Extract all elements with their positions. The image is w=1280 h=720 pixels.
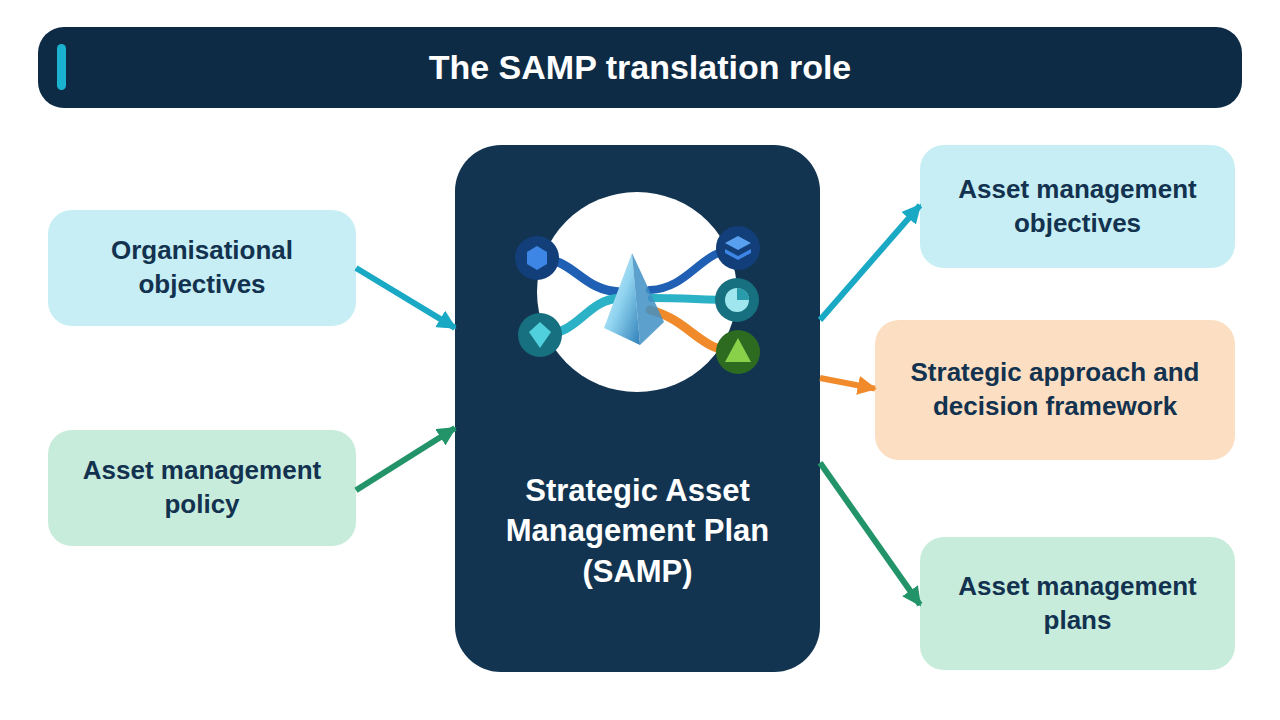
layers-icon (725, 236, 751, 250)
title-accent (57, 44, 66, 90)
flow-arrow (820, 463, 920, 605)
flow-arrow (820, 205, 920, 320)
hexagon-icon (515, 236, 559, 280)
flow-arrow (356, 268, 455, 328)
flow-arrow (356, 428, 455, 490)
layers-icon (716, 226, 760, 270)
gem-icon (529, 322, 551, 348)
box-label: Strategic approach and decision framewor… (903, 356, 1207, 424)
output-box: Strategic approach and decision framewor… (875, 320, 1235, 460)
illustration-circle (537, 192, 737, 392)
box-label: Organisational objectives (74, 234, 330, 302)
pyramid-icon (725, 338, 751, 362)
pie-icon (715, 278, 759, 322)
pie-icon (737, 288, 749, 300)
pyramid-icon (716, 330, 760, 374)
output-box: Asset management plans (920, 537, 1235, 670)
pie-icon (725, 288, 749, 312)
box-label: Strategic Asset Management Plan (SAMP) (485, 471, 790, 592)
output-box: Asset management objectives (920, 145, 1235, 268)
gem-icon (518, 313, 562, 357)
box-label: Asset management policy (78, 454, 326, 522)
input-box: Organisational objectives (48, 210, 356, 326)
diagram-title: The SAMP translation role (38, 27, 1242, 108)
title-bar: The SAMP translation role (38, 27, 1242, 108)
input-box: Asset management policy (48, 430, 356, 546)
box-label: Asset management objectives (950, 173, 1205, 241)
hexagon-icon (527, 246, 547, 270)
flow-arrow (820, 378, 875, 389)
layers-icon (725, 249, 751, 260)
prism-face (632, 253, 664, 345)
prism-illustration (500, 185, 780, 405)
box-label: Asset management plans (950, 570, 1205, 638)
